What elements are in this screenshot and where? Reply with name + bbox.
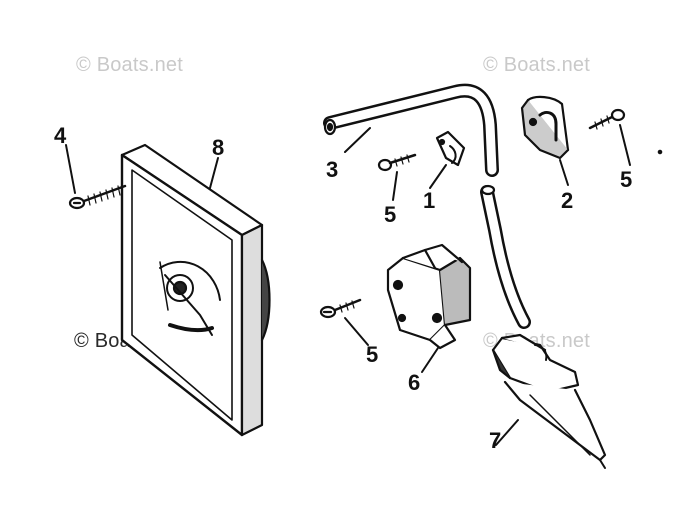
bracket-part-2 [520,95,570,186]
callout-4: 4 [54,123,67,148]
callout-5-lower: 5 [366,342,378,367]
callout-5-upper: 5 [384,202,396,227]
callout-5-right: 5 [620,167,632,192]
leader-part-8 [209,157,219,189]
callout-3: 3 [326,157,338,182]
callout-8: 8 [212,135,224,160]
callout-1: 1 [423,188,435,213]
screw-part-5-lower [319,298,369,346]
screw-part-5-upper [377,153,417,201]
callout-7: 7 [489,428,501,453]
sender-arm-part-7 [491,333,607,469]
callout-2: 2 [561,188,573,213]
screw-part-5-right [588,108,631,166]
stray-mark [657,149,663,155]
clip-part-1 [429,130,466,189]
callout-6: 6 [408,370,420,395]
watermark-top-left: © Boats.net [76,54,183,76]
mount-bracket-part-6 [386,243,472,373]
watermark-top-right: © Boats.net [483,54,590,76]
gauge-housing-part-8 [120,143,271,437]
screw-part-4 [65,144,127,210]
tube-part-3 [323,83,531,329]
